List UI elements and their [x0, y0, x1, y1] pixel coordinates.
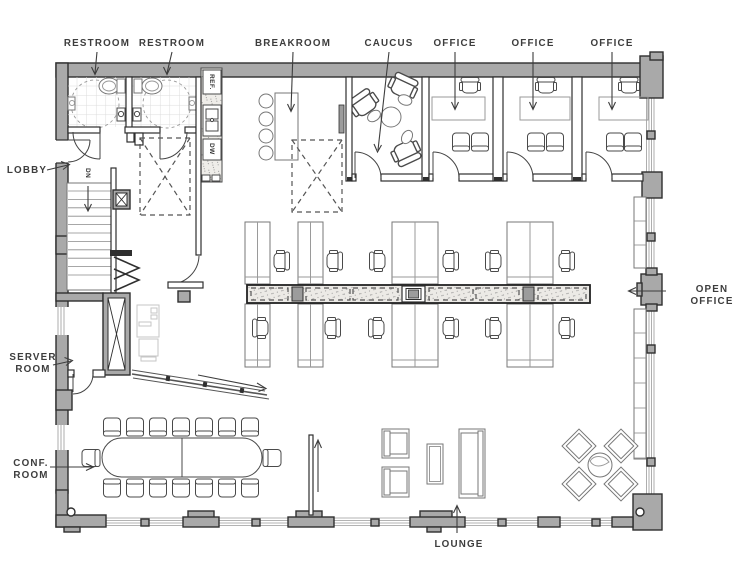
dishwasher [202, 138, 222, 161]
breakroom-ceiling-feature [291, 139, 343, 213]
top-wall [55, 62, 645, 78]
stairs [66, 182, 114, 291]
copier-equipment [136, 304, 160, 362]
sink-wall-1 [67, 96, 76, 111]
open-office [244, 221, 591, 368]
open-office-pilaster [640, 273, 663, 306]
armchair [381, 466, 410, 498]
conference-room [81, 417, 282, 498]
lounge [308, 428, 639, 516]
office-3-door [585, 151, 613, 179]
offices [431, 77, 649, 152]
bar-stool [258, 128, 274, 144]
caucus-table [380, 106, 402, 128]
window-pilasters [55, 51, 664, 533]
window-bench [633, 196, 647, 460]
server-room [67, 304, 160, 395]
caucus-door [354, 151, 382, 179]
stairs-down-arrow [84, 203, 92, 213]
label-lounge: LOUNGE [434, 539, 483, 550]
kitchen-back-wall [195, 76, 202, 256]
office-1-door [432, 151, 460, 179]
spine-segments [250, 287, 587, 301]
ramp [131, 369, 270, 400]
label-server-room-1: SERVER [9, 352, 56, 363]
refrigerator [202, 69, 222, 95]
stair-break-line [113, 256, 141, 280]
label-breakroom: BREAKROOM [255, 38, 331, 49]
label-restroom-2: RESTROOM [139, 38, 205, 49]
partition-screen [308, 434, 314, 516]
spine-post [522, 286, 535, 302]
annotations: RESTROOM RESTROOM BREAKROOM CAUCUS OFFIC… [7, 38, 733, 550]
office-3-desk [598, 96, 649, 121]
coffee-table [426, 443, 444, 485]
flow-arrow-up [313, 438, 323, 449]
label-office-2: OFFICE [511, 38, 554, 49]
restroom-2-door [159, 131, 188, 160]
label-conf-room-2: ROOM [13, 470, 48, 481]
lobby-entry-door [67, 139, 91, 163]
lobby-exit-door [169, 255, 200, 285]
grid-bubble-right [635, 507, 645, 517]
bar-stool [258, 111, 274, 127]
label-conf-room-1: CONF. [13, 458, 48, 469]
restrooms [67, 76, 197, 160]
office-2-desk [519, 96, 571, 121]
label-server-room-2: ROOM [15, 364, 50, 375]
bar-stool [258, 93, 274, 109]
bar-stool [258, 145, 274, 161]
label-office-1: OFFICE [433, 38, 476, 49]
server-room-door [72, 373, 94, 395]
armchair [381, 428, 410, 459]
spine-post [291, 286, 304, 302]
office-2-door [506, 151, 534, 179]
lobby: DN [55, 137, 204, 376]
wall-shelf [338, 104, 345, 134]
desk-tables [244, 221, 554, 368]
office-1-desk [431, 96, 486, 121]
refrigerator-label: REF. [208, 74, 215, 90]
grid-bubble-left [66, 507, 76, 517]
ramp-direction-arrow [256, 382, 268, 393]
stairs-down-label: DN [84, 168, 91, 178]
kitchen-counter: REF. DW [195, 67, 223, 256]
bar-table [274, 92, 299, 161]
label-open-office-1: OPEN [696, 284, 729, 295]
label-caucus: CAUCUS [364, 38, 413, 49]
sofa [458, 428, 486, 499]
breakroom [258, 92, 345, 213]
dishwasher-label: DW [208, 143, 215, 155]
office-partitions [345, 76, 644, 182]
label-office-3: OFFICE [590, 38, 633, 49]
caucus-room [345, 69, 425, 170]
restroom-divider-wall [125, 76, 133, 131]
label-lobby: LOBBY [7, 165, 47, 176]
label-open-office-2: OFFICE [690, 296, 733, 307]
restroom-1-door [72, 131, 101, 160]
label-restroom-1: RESTROOM [64, 38, 130, 49]
